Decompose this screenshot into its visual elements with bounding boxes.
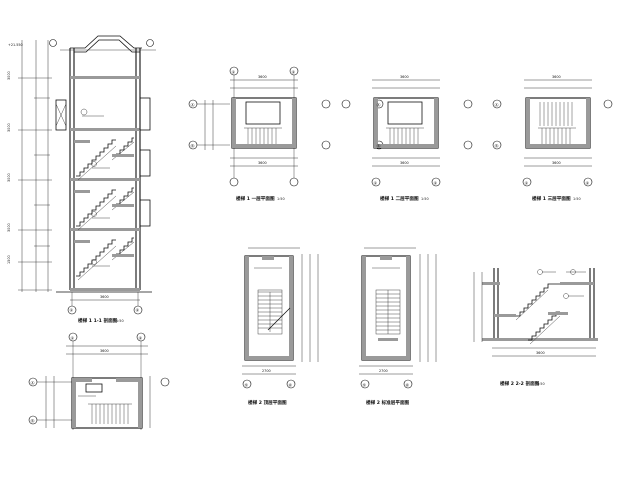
svg-text:3600: 3600 — [258, 161, 267, 165]
stair1-plan-b-scale: 1:50 — [421, 197, 429, 201]
axis-label-2: ② — [434, 181, 438, 186]
svg-text:3000: 3000 — [7, 173, 11, 182]
stair1-plan-c-scale: 1:50 — [573, 197, 581, 201]
axis-label-1: ① — [525, 181, 529, 186]
stair1-plan-first-floor: 3600 3600 ① ② Ⓐ Ⓑ 楼梯 1 一层平面图 1:50 — [188, 66, 331, 202]
section-2-2-scale: 1:50 — [537, 382, 545, 386]
axis-label-2: ② — [586, 181, 590, 186]
svg-text:3000: 3000 — [7, 123, 11, 132]
axis-label-1: ① — [232, 70, 236, 75]
axis-label-2: ② — [292, 70, 296, 75]
axis-label-b: Ⓑ — [377, 143, 381, 149]
svg-text:3000: 3000 — [7, 223, 11, 232]
axis-label-a: Ⓐ — [31, 380, 35, 386]
svg-text:3600: 3600 — [552, 75, 561, 79]
stair1-plan-b-title: 楼梯 1 二层平面图 — [380, 195, 419, 202]
axis-label-1: ① — [70, 308, 74, 313]
axis-label-5: ⑤ — [245, 383, 249, 388]
section-1-1-scale: 1:50 — [116, 319, 124, 323]
svg-text:3600: 3600 — [400, 75, 409, 79]
stair1-plan-c-title: 楼梯 1 三层平面图 — [532, 195, 571, 202]
axis-label-b: Ⓑ — [31, 418, 35, 424]
stair2-plan-standard-floor: 2700 ⑤ ⑥ 楼梯 2 标准层平面图 — [359, 247, 437, 406]
axis-label-b: Ⓑ — [191, 143, 195, 149]
svg-text:3600: 3600 — [100, 295, 109, 299]
axis-label-1: ① — [374, 181, 378, 186]
axis-label-6: ⑥ — [289, 383, 293, 388]
axis-label-1: ① — [71, 336, 75, 341]
svg-text:2700: 2700 — [262, 369, 271, 373]
section-2-2-drawing: 3600 楼梯 2 2-2 剖面图 1:50 — [473, 268, 598, 387]
axis-label-6: ⑥ — [406, 383, 410, 388]
stair2-plan-top-floor: 2700 ⑤ ⑥ 楼梯 2 顶层平面图 — [242, 247, 319, 406]
stair1-plan-a-title: 楼梯 1 一层平面图 — [236, 195, 275, 202]
stair1-plan-second-floor: 3600 3600 ① ② Ⓐ Ⓑ 楼梯 1 二层平面图 1:50 — [341, 75, 473, 202]
section-1-1-title: 楼梯 1 1-1 剖面图 — [78, 317, 118, 324]
section-2-2-title: 楼梯 2 2-2 剖面图 — [500, 380, 540, 387]
axis-label-2: ② — [136, 308, 140, 313]
stair1-plan-bottom: 3600 ① ② Ⓐ Ⓑ — [28, 332, 170, 430]
stair1-plan-a-scale: 1:50 — [277, 197, 285, 201]
svg-text:1500: 1500 — [7, 255, 11, 264]
axis-label-a: Ⓐ — [191, 102, 195, 108]
svg-text:2700: 2700 — [379, 369, 388, 373]
stair1-plan-third-floor: 3600 3600 ① ② Ⓐ Ⓑ 楼梯 1 三层平面图 1:50 — [492, 75, 613, 202]
svg-text:3600: 3600 — [100, 349, 109, 353]
stair2-plan-b-title: 楼梯 2 标准层平面图 — [366, 399, 410, 406]
svg-text:3600: 3600 — [552, 161, 561, 165]
axis-label-5: ⑤ — [363, 383, 367, 388]
axis-label-a: Ⓐ — [377, 102, 381, 108]
svg-text:3600: 3600 — [400, 161, 409, 165]
axis-label-2: ② — [139, 336, 143, 341]
svg-text:3000: 3000 — [7, 71, 11, 80]
stair2-plan-a-title: 楼梯 2 顶层平面图 — [248, 399, 287, 406]
svg-text:+21.550: +21.550 — [8, 43, 23, 47]
section-1-1-drawing: +21.550 3000 3000 3000 3000 1500 — [7, 35, 156, 324]
axis-label-a: Ⓐ — [495, 102, 499, 108]
axis-label-b: Ⓑ — [495, 143, 499, 149]
svg-text:3600: 3600 — [258, 75, 267, 79]
svg-text:3600: 3600 — [536, 351, 545, 355]
